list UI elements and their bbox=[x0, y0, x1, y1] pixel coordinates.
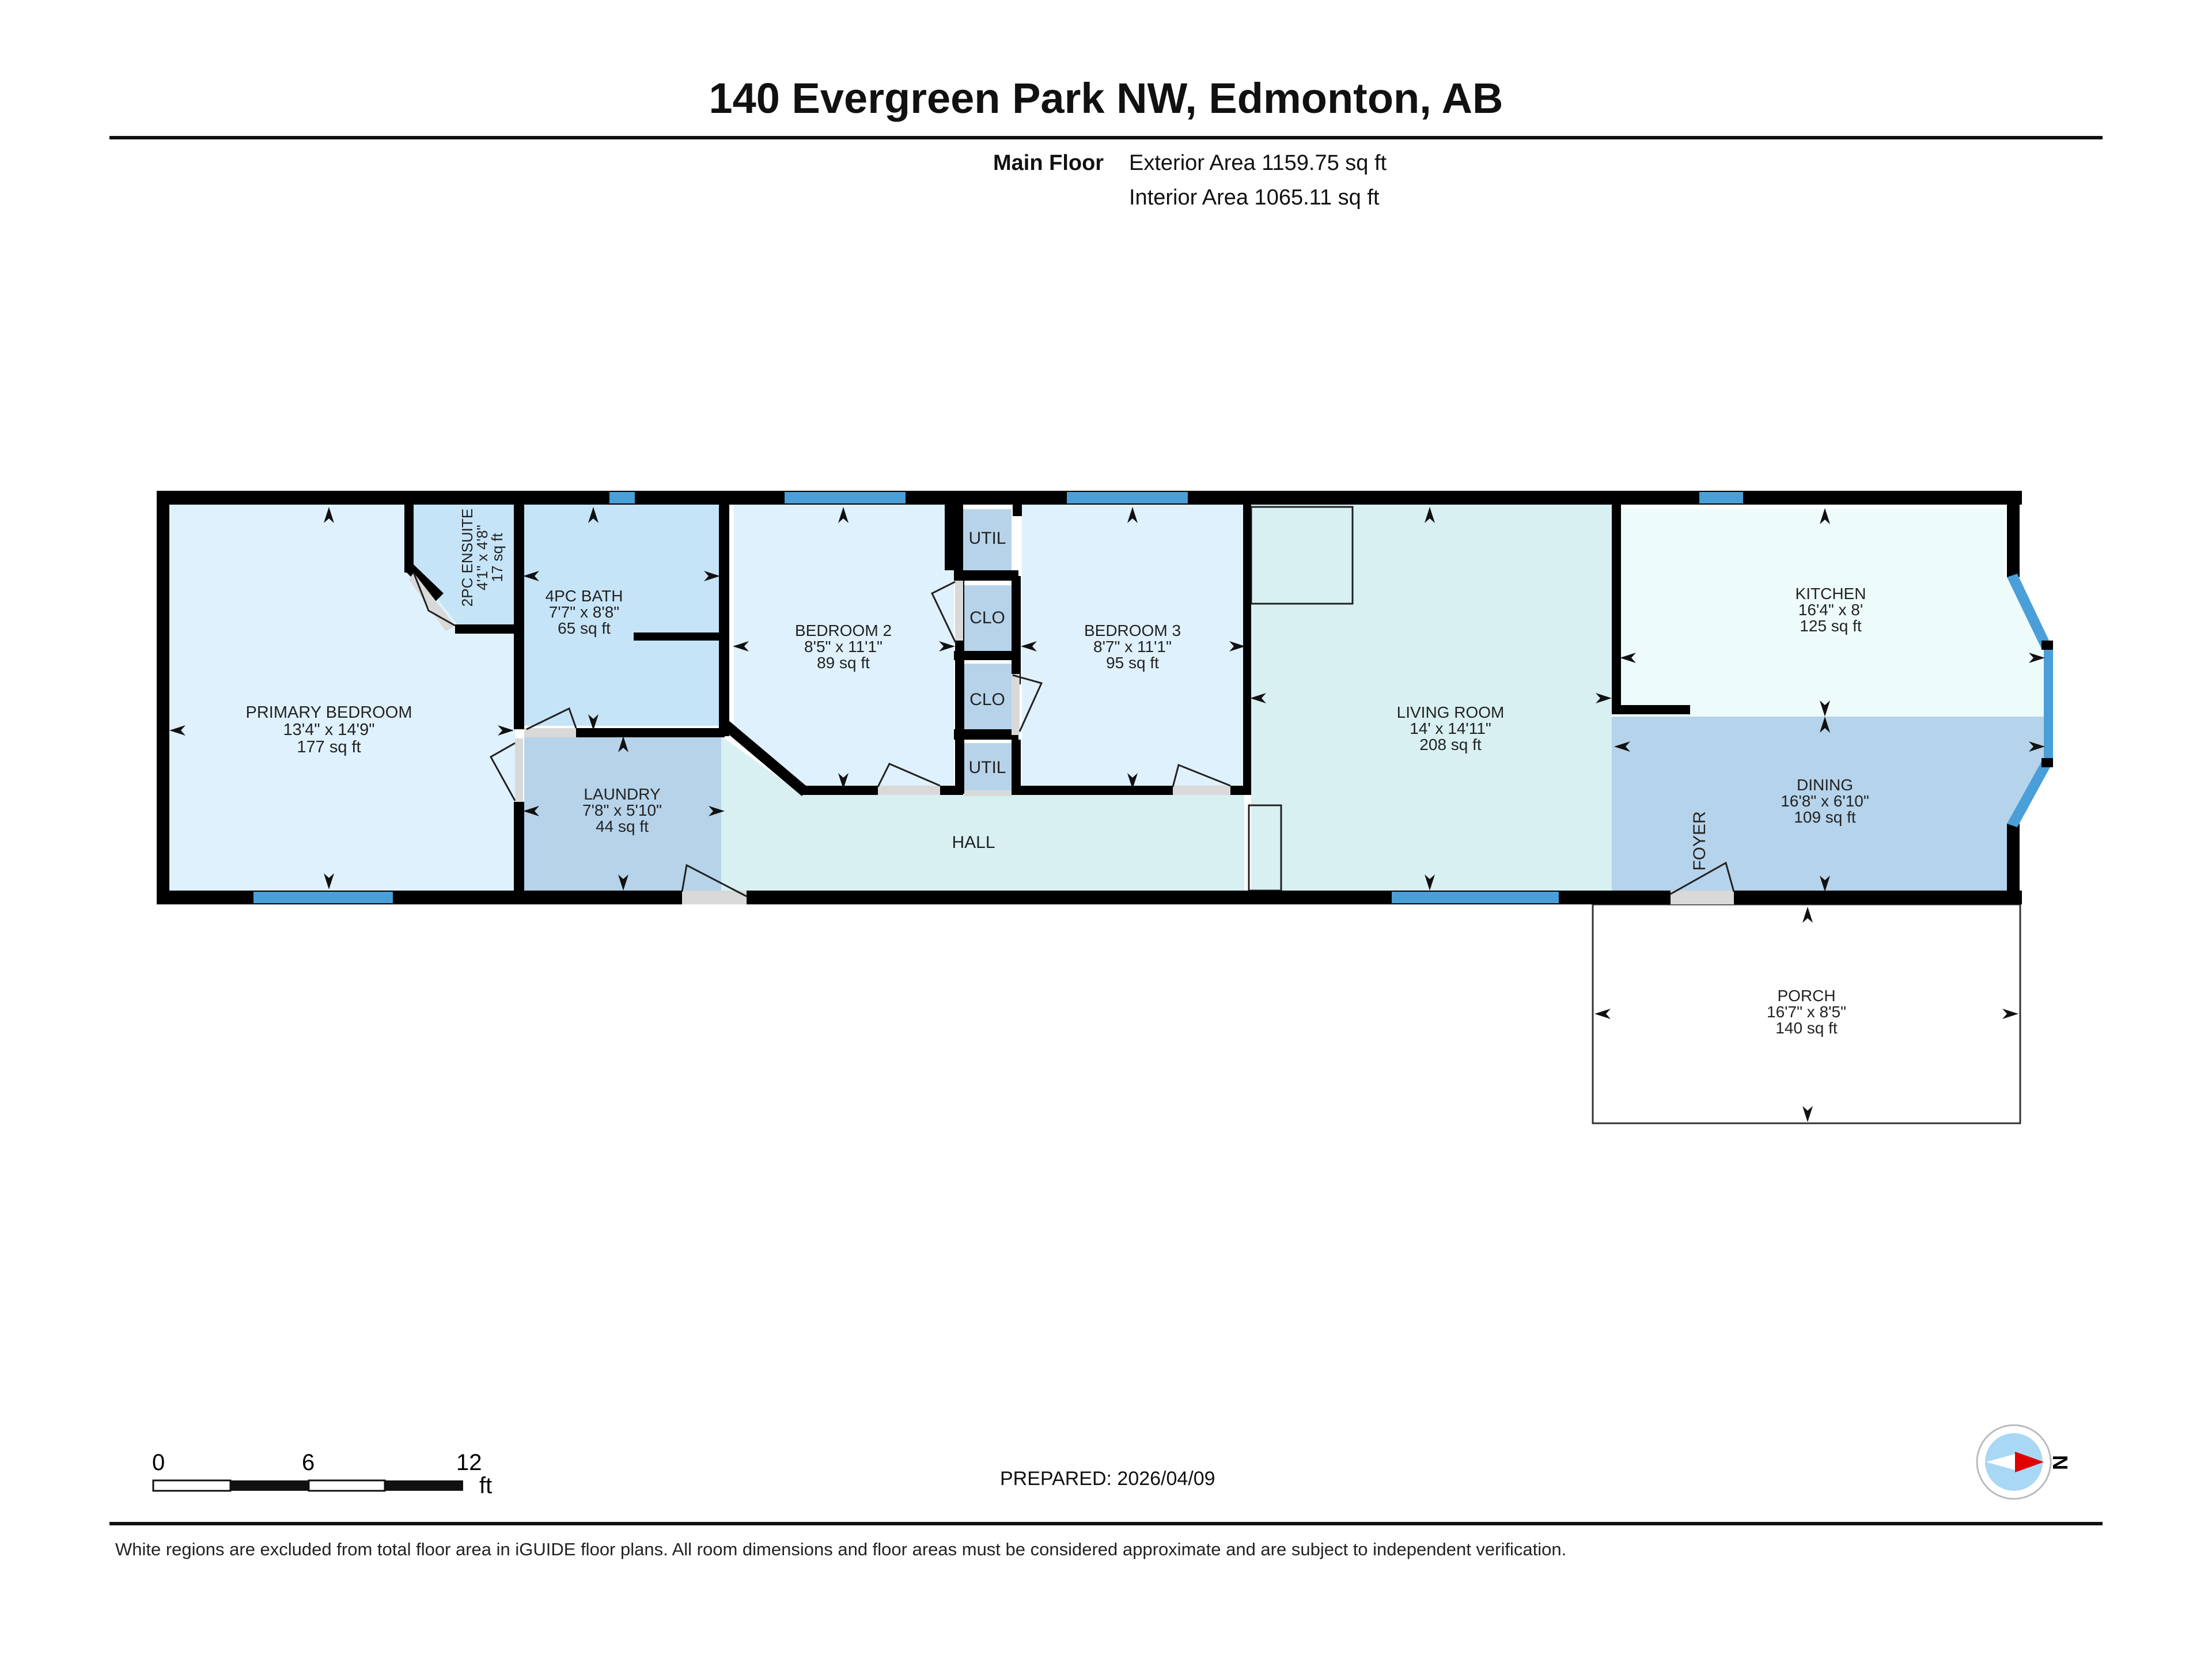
primary-bedroom-area-label: 177 sq ft bbox=[297, 738, 361, 756]
bedroom-2-area-label: 89 sq ft bbox=[817, 654, 870, 672]
laundry-area bbox=[524, 736, 721, 891]
kitchen-name: KITCHEN bbox=[1796, 585, 1866, 603]
laundry-area-label: 44 sq ft bbox=[596, 817, 649, 835]
clo-bottom-label: CLO bbox=[969, 690, 1005, 709]
window-bedroom3 bbox=[1067, 492, 1188, 503]
primary-bedroom-dims: 13'4" x 14'9" bbox=[283, 721, 374, 739]
porch-dims: 16'7" x 8'5" bbox=[1767, 1003, 1846, 1021]
bath-area bbox=[524, 503, 720, 726]
window-bedroom2 bbox=[785, 492, 906, 503]
header-divider bbox=[109, 136, 2103, 139]
primary-bedroom-name: PRIMARY BEDROOM bbox=[246, 703, 412, 722]
scale-tick-0: 0 bbox=[152, 1450, 165, 1475]
ensuite-dims: 4'1" x 4'8" bbox=[474, 525, 491, 590]
bath-name: 4PC BATH bbox=[546, 587, 623, 605]
hall-area bbox=[721, 736, 1244, 891]
scale-bar: 0 6 12 ft bbox=[152, 1450, 492, 1498]
kitchen-area-label: 125 sq ft bbox=[1800, 617, 1862, 635]
prepared-date: PREPARED: 2026/04/09 bbox=[1000, 1468, 1215, 1490]
living-room-area-label: 208 sq ft bbox=[1419, 736, 1482, 753]
dining-area bbox=[1612, 717, 2044, 891]
room-fills bbox=[168, 503, 2044, 1124]
laundry-dims: 7'8" x 5'10" bbox=[582, 801, 662, 819]
compass-icon: N bbox=[1976, 1424, 2072, 1500]
scale-unit: ft bbox=[479, 1473, 492, 1498]
dining-area-label: 109 sq ft bbox=[1794, 808, 1856, 826]
ensuite-area bbox=[410, 503, 515, 629]
util-bottom-area bbox=[963, 743, 1012, 793]
clo-top-area bbox=[963, 585, 1012, 656]
kitchen-dims: 16'4" x 8' bbox=[1798, 601, 1863, 619]
util-top-area bbox=[963, 509, 1012, 571]
bath-dims: 7'7" x 8'8" bbox=[549, 603, 619, 621]
page-title: 140 Evergreen Park NW, Edmonton, AB bbox=[709, 74, 1503, 122]
ensuite-name: 2PC ENSUITE bbox=[459, 509, 476, 607]
bedroom-3-name: BEDROOM 3 bbox=[1084, 622, 1181, 639]
bath-area-label: 65 sq ft bbox=[558, 619, 611, 637]
window-kitchen bbox=[1699, 492, 1743, 503]
living-room-name: LIVING ROOM bbox=[1397, 703, 1505, 721]
kitchen-area bbox=[1620, 509, 2044, 717]
bedroom-3-area-label: 95 sq ft bbox=[1106, 654, 1159, 672]
window-dining-bay-lower bbox=[2007, 762, 2051, 827]
dining-dims: 16'8" x 6'10" bbox=[1781, 792, 1869, 810]
interior-area: Interior Area 1065.11 sq ft bbox=[1129, 185, 1380, 210]
hall-label: HALL bbox=[952, 833, 995, 852]
windows bbox=[253, 492, 2053, 903]
window-kitchen-bay-upper bbox=[2007, 574, 2051, 649]
bedroom-3-area bbox=[1022, 503, 1244, 790]
bedroom-2-dims: 8'5" x 11'1" bbox=[804, 638, 882, 656]
clo-top-label: CLO bbox=[969, 608, 1005, 627]
bay-corners bbox=[2041, 641, 2053, 767]
exterior-area: Exterior Area 1159.75 sq ft bbox=[1129, 151, 1387, 175]
window-primary bbox=[253, 892, 393, 903]
floor-label: Main Floor bbox=[993, 151, 1104, 175]
room-labels: PRIMARY BEDROOM 13'4" x 14'9" 177 sq ft … bbox=[246, 509, 1869, 1037]
bedroom-2-name: BEDROOM 2 bbox=[795, 622, 892, 639]
scale-tick-6: 6 bbox=[302, 1450, 315, 1475]
porch-area-label: 140 sq ft bbox=[1775, 1019, 1838, 1037]
living-room-area bbox=[1251, 503, 1612, 891]
porch-name: PORCH bbox=[1777, 987, 1835, 1005]
footer-divider bbox=[109, 1522, 2103, 1525]
ensuite-area-label: 17 sq ft bbox=[488, 533, 506, 582]
util-top-label: UTIL bbox=[968, 529, 1006, 548]
window-bay-center bbox=[2044, 649, 2053, 762]
compass-north-label: N bbox=[2048, 1455, 2072, 1470]
window-bath bbox=[609, 492, 635, 503]
util-bottom-label: UTIL bbox=[968, 758, 1006, 777]
foyer-label: FOYER bbox=[1690, 811, 1709, 870]
bedroom-2-area bbox=[734, 503, 954, 786]
scale-tick-12: 12 bbox=[456, 1450, 482, 1475]
doors bbox=[409, 572, 1735, 904]
disclaimer-text: White regions are excluded from total fl… bbox=[115, 1539, 1567, 1559]
dining-name: DINING bbox=[1797, 776, 1853, 794]
window-living bbox=[1392, 892, 1559, 903]
clo-bottom-area bbox=[963, 664, 1012, 734]
laundry-name: LAUNDRY bbox=[584, 785, 661, 803]
porch-area bbox=[1592, 903, 2021, 1124]
living-room-dims: 14' x 14'11" bbox=[1410, 719, 1491, 737]
bedroom-3-dims: 8'7" x 11'1" bbox=[1093, 638, 1172, 656]
